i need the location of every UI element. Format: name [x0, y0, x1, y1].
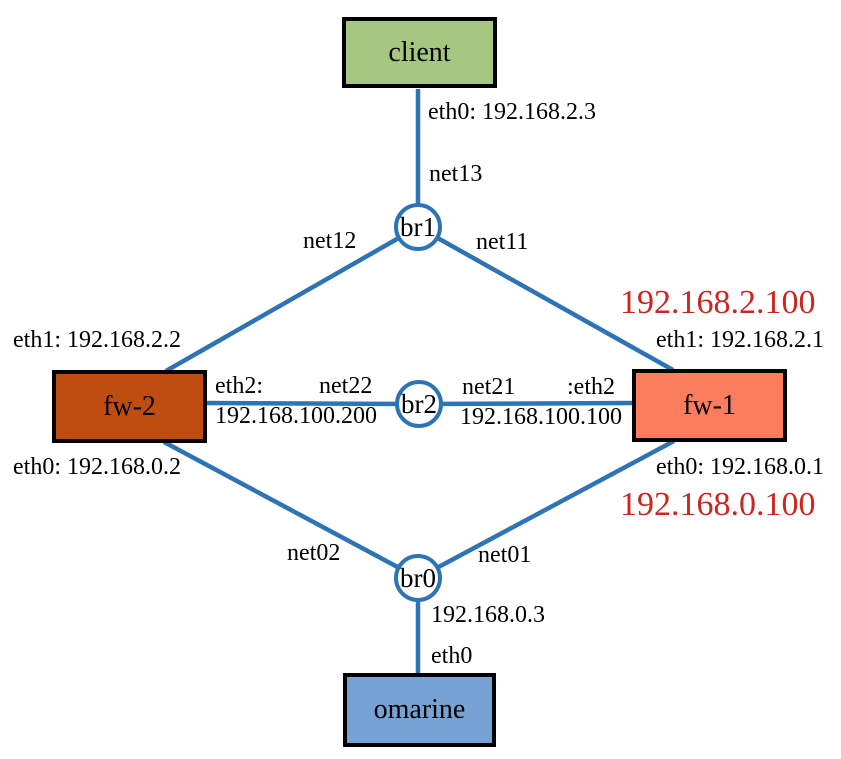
vip-lower-label: 192.168.0.100	[620, 486, 816, 523]
omarine-node-label: omarine	[373, 694, 466, 725]
fw2-eth2-name-label: eth2:	[215, 373, 263, 399]
edge-net11	[416, 225, 675, 372]
edge-net22	[205, 400, 420, 407]
client-node: client	[342, 17, 497, 88]
fw2-eth2-ip-label: 192.168.100.200	[215, 403, 377, 429]
fw1-node: fw-1	[632, 369, 787, 442]
net11-label: net11	[476, 229, 529, 255]
edge-net02	[162, 440, 420, 580]
net02-label: net02	[287, 540, 341, 566]
fw2-node-label: fw-2	[103, 390, 156, 422]
bridge-br1-label: br1	[400, 211, 436, 242]
net12-label: net12	[303, 228, 357, 254]
edge-net01	[416, 439, 676, 580]
bridge-br0-label: br0	[400, 562, 436, 593]
net01-label: net01	[478, 542, 532, 568]
net22-label: net22	[319, 373, 373, 399]
fw1-eth1-label: eth1: 192.168.2.1	[656, 327, 824, 353]
omarine-node: omarine	[343, 673, 496, 747]
vip-upper-label: 192.168.2.100	[620, 284, 816, 321]
net21-label: net21	[462, 374, 516, 400]
fw1-eth2-name-label: :eth2	[567, 374, 615, 400]
fw2-node: fw-2	[52, 370, 207, 443]
fw1-eth2-ip-label: 192.168.100.100	[460, 404, 622, 430]
bridge-br0: br0	[394, 554, 442, 602]
net13-label: net13	[429, 161, 483, 187]
bridge-br2: br2	[395, 380, 443, 428]
bridge-br1: br1	[394, 203, 442, 251]
fw2-eth1-label: eth1: 192.168.2.2	[13, 327, 181, 353]
fw2-eth0-label: eth0: 192.168.0.2	[13, 454, 181, 480]
edge-net21	[418, 400, 634, 407]
omarine-eth0-label: eth0	[431, 643, 473, 669]
client-node-label: client	[388, 36, 451, 68]
omarine-ip-label: 192.168.0.3	[431, 602, 545, 628]
client-eth0-label: eth0: 192.168.2.3	[428, 99, 596, 125]
edge-net12	[164, 225, 420, 373]
fw1-node-label: fw-1	[683, 389, 736, 421]
bridge-br2-label: br2	[401, 388, 437, 419]
fw1-eth0-label: eth0: 192.168.0.1	[656, 454, 824, 480]
